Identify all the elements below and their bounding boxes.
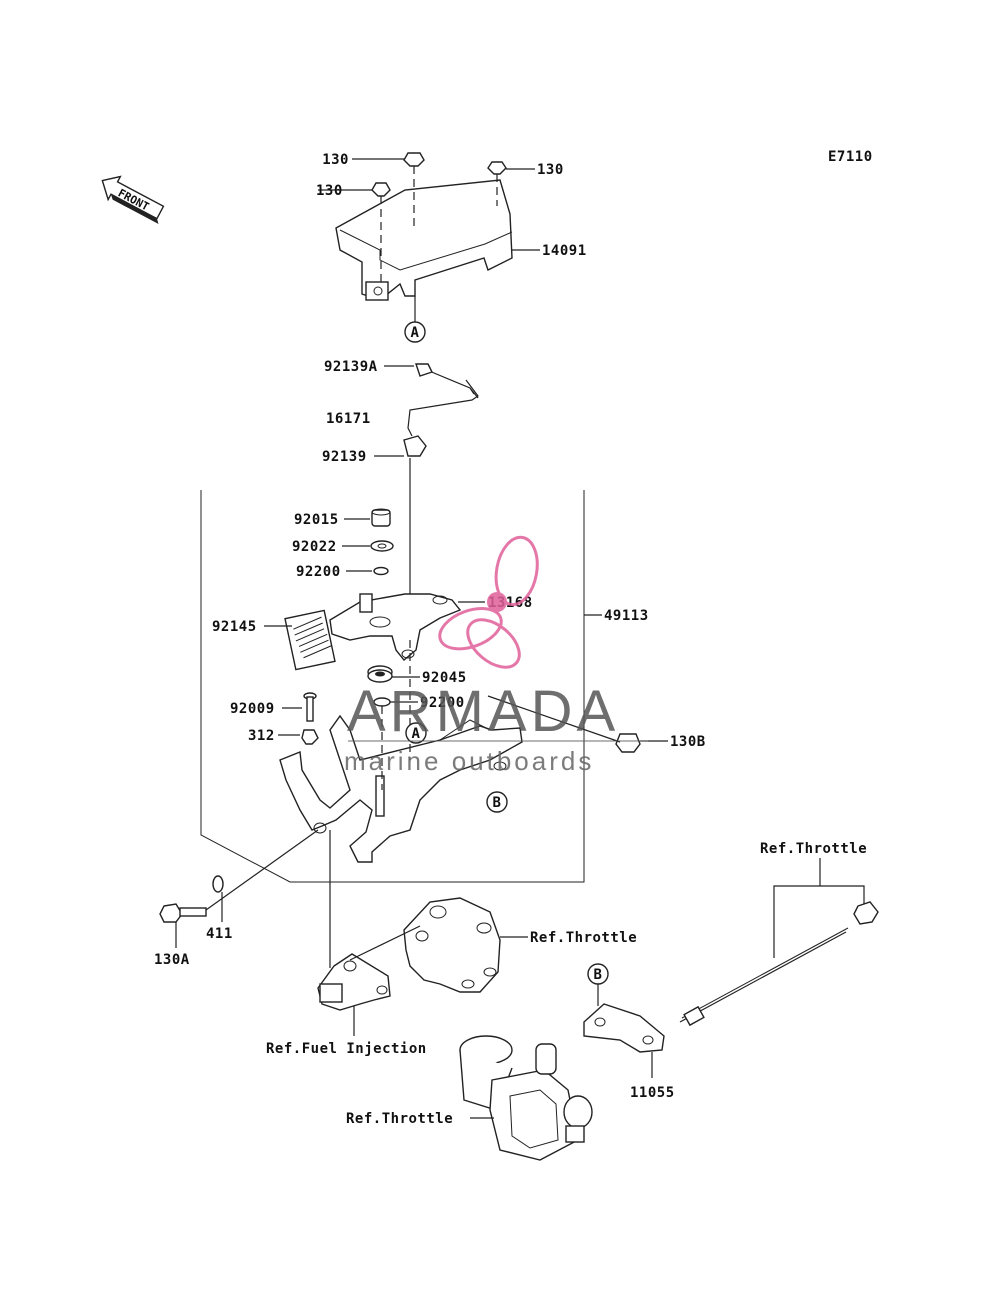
washer-92200-a	[373, 566, 389, 576]
label-130b: 130B	[670, 734, 706, 750]
washer-92022	[370, 540, 394, 552]
label-92022: 92022	[292, 539, 337, 555]
cover-14091	[335, 179, 513, 301]
label-130-a: 130	[322, 152, 349, 168]
throttle-bracket	[403, 897, 501, 993]
label-130-c: 130	[537, 162, 564, 178]
propeller-logo-icon	[438, 535, 539, 669]
bolt-130-c	[487, 161, 507, 206]
label-11055: 11055	[630, 1085, 675, 1101]
label-411: 411	[206, 926, 233, 942]
label-92015: 92015	[294, 512, 339, 528]
watermark: ARMADA marine outboards	[344, 535, 648, 776]
nut-312	[301, 729, 319, 745]
lever-13168	[329, 593, 462, 661]
nut-92015	[371, 508, 391, 527]
label-92045: 92045	[422, 670, 467, 686]
label-92139a: 92139A	[324, 359, 378, 375]
label-92139: 92139	[322, 449, 367, 465]
bolt-130b	[487, 695, 641, 753]
svg-text:A: A	[411, 325, 420, 341]
label-49113: 49113	[604, 608, 649, 624]
label-ref-throttle-2: Ref.Throttle	[530, 930, 637, 946]
callout-b-mid	[486, 791, 508, 813]
throttle-body	[459, 1035, 593, 1161]
rod-16171	[407, 363, 479, 437]
label-312: 312	[248, 728, 275, 744]
label-ref-fuel-injection: Ref.Fuel Injection	[266, 1041, 427, 1057]
label-92145: 92145	[212, 619, 257, 635]
watermark-brand: ARMADA	[347, 679, 619, 744]
svg-text:B: B	[493, 795, 502, 811]
front-arrow-icon: FRONT	[101, 175, 165, 225]
diagram-code: E7110	[828, 149, 873, 165]
sensor-fuel-injection	[317, 953, 391, 1011]
label-92200-b: 92200	[420, 695, 465, 711]
main-bracket	[279, 714, 523, 863]
label-ref-throttle-1: Ref.Throttle	[760, 841, 867, 857]
label-130-b: 130	[316, 183, 343, 199]
clip-92139	[403, 435, 427, 612]
svg-text:B: B	[594, 967, 603, 983]
label-92009: 92009	[230, 701, 275, 717]
screw-92009	[303, 692, 317, 722]
spring-92145	[284, 609, 336, 671]
bolt-130-a	[403, 152, 425, 230]
callout-b-right	[587, 963, 609, 985]
bushing-92045	[367, 665, 393, 683]
throttle-cable	[679, 901, 879, 1027]
label-14091: 14091	[542, 243, 587, 259]
washer-411	[212, 875, 224, 893]
label-130a: 130A	[154, 952, 190, 968]
label-ref-throttle-3: Ref.Throttle	[346, 1111, 453, 1127]
bracket-11055	[583, 1003, 665, 1053]
callout-a-mid	[405, 722, 427, 744]
callout-a-top	[404, 321, 426, 343]
label-16171: 16171	[326, 411, 371, 427]
bolt-130a	[159, 903, 207, 923]
watermark-tagline: marine outboards	[344, 746, 594, 776]
svg-text:A: A	[412, 726, 421, 742]
label-92200-a: 92200	[296, 564, 341, 580]
